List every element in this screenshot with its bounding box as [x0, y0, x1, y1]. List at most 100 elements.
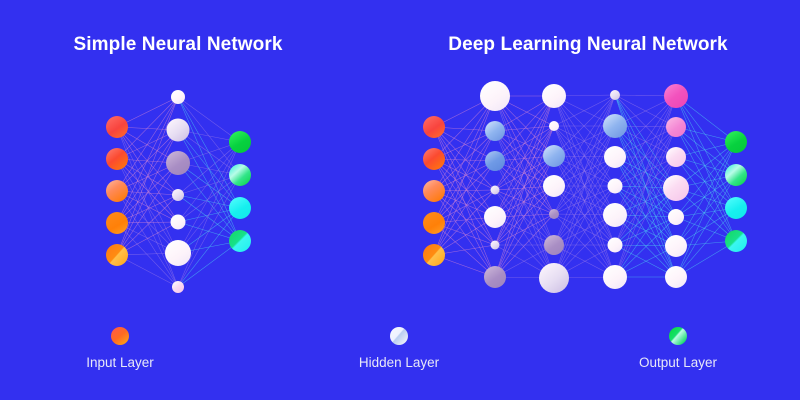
connection-line: [675, 207, 737, 247]
connection-line: [433, 95, 496, 224]
connection-line: [116, 96, 179, 256]
connection-line: [433, 130, 496, 160]
input-node: [106, 180, 128, 202]
connection-line: [433, 158, 496, 218]
layer-hidden: [480, 81, 510, 288]
layer-hidden: [165, 90, 191, 293]
connection-line: [433, 130, 496, 192]
connection-line: [433, 130, 496, 224]
legend-hidden-dot: [390, 327, 408, 345]
hidden-node: [485, 121, 505, 141]
connection-line: [494, 155, 555, 278]
connection-line: [494, 95, 555, 278]
connection-line: [675, 126, 737, 242]
connection-line: [433, 160, 496, 256]
hidden-node: [610, 90, 620, 100]
connection-line: [675, 240, 737, 278]
connection-line: [553, 156, 616, 246]
connection-line: [614, 126, 677, 278]
connection-line: [177, 141, 241, 196]
connection-line: [553, 94, 616, 157]
hidden-node: [665, 266, 687, 288]
connection-line: [553, 155, 616, 187]
simple-network-title: Simple Neural Network: [73, 34, 282, 55]
connection-line: [433, 190, 496, 218]
connection-line: [675, 95, 737, 242]
connection-line: [494, 185, 555, 278]
layer-output: [229, 131, 251, 252]
hidden-node: [666, 117, 686, 137]
layer-hidden: [663, 84, 689, 288]
connection-line: [494, 189, 555, 246]
connection-line: [675, 126, 737, 209]
connection-line: [116, 158, 179, 254]
connection-line: [116, 96, 179, 192]
connection-line: [177, 240, 241, 288]
connection-line: [116, 96, 179, 160]
connection-line: [675, 156, 737, 242]
layer-output: [725, 131, 747, 252]
connection-line: [116, 96, 179, 224]
hidden-node: [172, 281, 184, 293]
legend-input-label: Input Layer: [86, 355, 154, 370]
connection-line: [675, 174, 737, 247]
output-node: [229, 230, 251, 252]
connection-line: [494, 130, 555, 279]
connection-line: [494, 189, 555, 279]
connection-line: [433, 189, 496, 224]
connection-line: [553, 125, 616, 279]
connection-line: [675, 187, 737, 242]
output-node: [725, 230, 747, 252]
connection-line: [494, 160, 555, 215]
hidden-node: [607, 178, 623, 194]
connection-line: [614, 156, 677, 278]
connection-line: [433, 158, 496, 191]
connection-line: [675, 141, 737, 247]
connection-line: [553, 185, 616, 278]
connection-line: [116, 158, 179, 223]
connection-line: [614, 95, 677, 158]
legend-input-dot: [111, 327, 129, 345]
connection-line: [433, 189, 496, 256]
connection-line: [116, 96, 179, 128]
input-node: [106, 212, 128, 234]
connection-line: [614, 156, 677, 187]
connection-line: [433, 160, 496, 224]
connection-line: [116, 126, 179, 223]
connection-line: [675, 141, 737, 218]
connection-line: [553, 95, 616, 158]
connection-line: [433, 126, 496, 246]
connection-group: [553, 94, 616, 279]
connection-line: [553, 125, 616, 246]
hidden-node: [604, 146, 626, 168]
hidden-node: [484, 206, 506, 228]
connection-line: [675, 95, 737, 176]
connection-line: [177, 141, 241, 223]
legend-output-label: Output Layer: [639, 355, 718, 370]
input-node: [423, 244, 445, 266]
connection-group: [116, 96, 179, 288]
connection-line: [614, 187, 677, 278]
connection-line: [675, 174, 737, 278]
connection-line: [553, 185, 616, 215]
connection-line: [494, 185, 555, 246]
connection-line: [494, 125, 555, 218]
connection-line: [675, 207, 737, 278]
legend-output-dot: [669, 327, 687, 345]
connection-line: [614, 216, 677, 278]
connection-line: [494, 130, 555, 215]
layer-hidden: [539, 84, 569, 293]
connection-line: [494, 95, 555, 162]
hidden-node: [542, 84, 566, 108]
connection-line: [494, 95, 555, 218]
input-node: [106, 148, 128, 170]
output-node: [725, 164, 747, 186]
hidden-node: [490, 240, 500, 250]
connection-line: [177, 174, 241, 223]
connection-line: [433, 158, 496, 246]
input-node: [106, 244, 128, 266]
connection-line: [614, 126, 677, 187]
connection-line: [116, 129, 179, 256]
hidden-node: [543, 175, 565, 197]
connection-line: [116, 126, 179, 254]
